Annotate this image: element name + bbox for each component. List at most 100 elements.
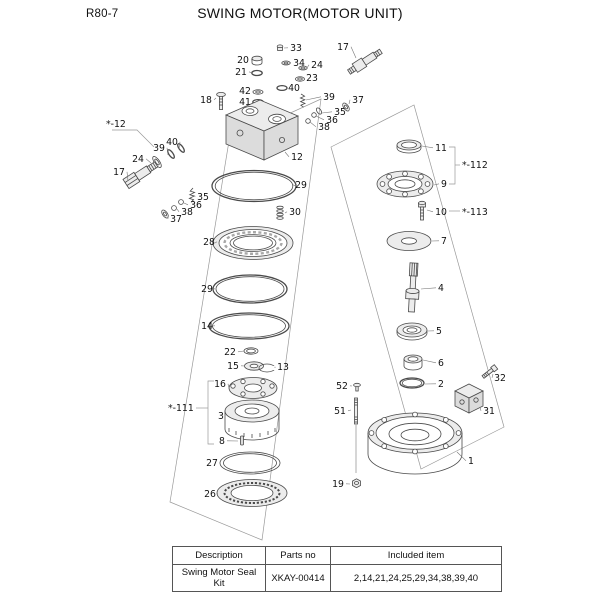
leader-line	[309, 121, 317, 128]
callout-15: 15	[227, 361, 239, 372]
col-included-item: Included item	[330, 546, 502, 565]
leader-line	[178, 141, 181, 150]
cell-included-item: 2,14,21,24,25,29,34,38,39,40	[330, 564, 502, 592]
leader-line	[284, 151, 290, 157]
o-ring-39-left	[167, 149, 175, 159]
bracket-111	[207, 380, 214, 445]
callout-40: 40	[166, 137, 178, 148]
leader-line	[237, 350, 245, 353]
cell-description: Swing Motor Seal Kit	[172, 564, 266, 592]
col-parts-no: Parts no	[265, 546, 331, 565]
leader-line	[166, 147, 169, 156]
callout-16: 16	[214, 379, 226, 390]
callout-24: 24	[132, 154, 144, 165]
page-title: SWING MOTOR(MOTOR UNIT)	[197, 5, 403, 21]
leader-line	[420, 287, 437, 290]
leader-line	[433, 183, 440, 186]
leader-line	[306, 64, 310, 69]
callout-9: 9	[441, 179, 447, 190]
ring-27	[219, 451, 281, 475]
callout-6: 6	[438, 358, 444, 369]
callout-22: 22	[224, 347, 236, 358]
callout-2: 2	[438, 379, 444, 390]
leader-line	[248, 71, 253, 74]
seat-35-top	[316, 107, 322, 115]
callout-27: 27	[206, 458, 218, 469]
callout-5: 5	[436, 326, 442, 337]
ball-38-top	[305, 118, 311, 124]
bearing-5	[396, 322, 428, 341]
bearing-28	[212, 226, 294, 260]
callout-39: 39	[323, 92, 335, 103]
callout-38: 38	[318, 122, 330, 133]
hose-fitting-17-left	[122, 161, 159, 190]
callout-*-113: *-113	[462, 207, 488, 218]
leader-line	[348, 99, 351, 105]
callout-*-112: *-112	[462, 160, 488, 171]
leader-line	[292, 184, 297, 187]
callout-37: 37	[170, 214, 182, 225]
leader-line	[315, 115, 325, 121]
callout-51: 51	[334, 406, 346, 417]
callout-36: 36	[326, 115, 338, 126]
hose-fitting-17-top	[347, 48, 383, 75]
callout-38: 38	[181, 207, 193, 218]
washer-7	[386, 231, 432, 251]
leader-line	[227, 383, 230, 389]
plug-19	[352, 478, 361, 489]
callout-21: 21	[235, 67, 247, 78]
callout-37: 37	[352, 95, 364, 106]
spring-pin-30	[276, 205, 284, 220]
callout-42: 42	[239, 86, 251, 97]
callout-10: 10	[435, 207, 447, 218]
callout-33: 33	[290, 43, 302, 54]
leader-line	[176, 208, 180, 212]
shaft-4	[405, 262, 420, 313]
frame-right-group	[330, 104, 505, 470]
callout-11: 11	[435, 143, 447, 154]
callout-29: 29	[295, 180, 307, 191]
model-code: R80-7	[86, 8, 119, 20]
cell-parts-no: XKAY-00414	[265, 564, 331, 592]
callout-13: 13	[277, 362, 289, 373]
callout-8: 8	[219, 436, 225, 447]
callout-32: 32	[494, 373, 506, 384]
callout-41: 41	[239, 97, 251, 108]
callout-17: 17	[337, 42, 349, 53]
bolt-32	[481, 364, 499, 379]
leader-line	[479, 406, 482, 411]
spring-39-top	[299, 93, 307, 108]
leader-line	[214, 241, 218, 244]
callout-23: 23	[306, 73, 318, 84]
ring-14	[208, 312, 290, 340]
ring-23	[294, 76, 305, 82]
bushing-6	[403, 354, 423, 371]
callout-*-12: *-12	[106, 119, 126, 130]
callout-7: 7	[441, 236, 447, 247]
callout-29: 29	[201, 284, 213, 295]
callout-28: 28	[203, 237, 215, 248]
table-row: Swing Motor Seal Kit XKAY-00414 2,14,21,…	[172, 564, 502, 592]
ball-38-left	[171, 205, 177, 211]
callout-40: 40	[288, 83, 300, 94]
leader-line	[491, 373, 494, 378]
pin-8	[240, 435, 244, 446]
ring-22	[243, 347, 259, 355]
callout-35: 35	[334, 107, 346, 118]
callout-14: 14	[201, 321, 213, 332]
callout-19: 19	[332, 479, 344, 490]
leader-line	[421, 145, 434, 149]
cap-11	[396, 139, 422, 154]
leader-line	[456, 451, 467, 462]
callout-36: 36	[190, 200, 202, 211]
leader-line	[183, 202, 189, 206]
callout-20: 20	[237, 55, 249, 66]
callout-17: 17	[113, 167, 125, 178]
gear-ring-26	[216, 479, 288, 507]
spring-35-left	[188, 187, 196, 203]
o-ring-21	[251, 69, 263, 77]
leader-line	[350, 46, 357, 59]
callout-31: 31	[483, 406, 495, 417]
